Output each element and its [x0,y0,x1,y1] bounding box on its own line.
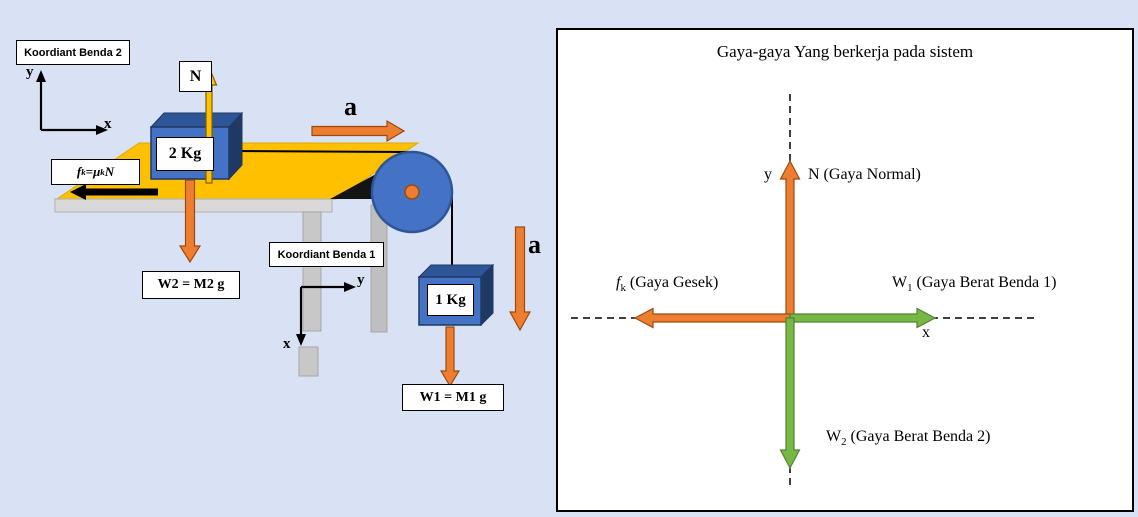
panel-title: Gaya-gaya Yang berkerja pada sistem [716,42,974,61]
axis2-y-arrowhead [36,70,46,82]
table-leg-left [302,211,322,332]
table-leg-foot [298,346,319,377]
force-diagram-panel: Gaya-gaya Yang berkerja pada sistem y N … [556,28,1134,512]
fbd-y-axis-label: y [764,166,772,183]
friction-f: f [76,164,82,179]
mass2-box-top [149,112,244,128]
friction-mu: μ [93,164,101,179]
fbd-w2-sub: 2 [841,436,847,449]
axis2-x-arrowhead [96,125,108,135]
fbd-weight2-label: W2 (Gaya Berat Benda 2) [826,428,991,449]
weight2-label: W2 = M2 g [142,271,240,299]
fbd-x-axis-label: x [922,324,930,341]
axis1-x-label: x [283,336,291,352]
axis2-x-label: x [104,116,112,132]
mass1-box-top [417,264,495,278]
acceleration-top-label: a [344,92,357,121]
mass2-label: 2 Kg [156,137,214,171]
coordinate-frame-2-label: Koordiant Benda 2 [16,40,130,65]
acceleration-side-label: a [528,230,541,259]
force-diagram-canvas [571,94,1036,490]
mass1-label: 1 Kg [427,284,474,316]
acceleration-arrow-top [311,119,406,143]
fbd-w1-rest: (Gaya Berat Benda 1) [912,274,1057,291]
fbd-friction-sub: k [620,282,626,295]
fbd-friction-label: fk (Gaya Gesek) [616,274,719,295]
axis1-x-arrowhead [296,334,306,346]
fbd-w1-base: W [892,274,908,291]
coordinate-axes-2 [39,81,98,132]
friction-force-vector [633,307,791,329]
coordinate-axes-1 [299,285,346,336]
pulley-hub [404,184,420,200]
friction-equals: = [85,164,94,179]
fbd-normal-label: N (Gaya Normal) [808,166,921,183]
weight2-force-vector [779,317,801,470]
axis1-y-arrowhead [344,282,356,292]
fbd-w2-base: W [826,428,842,445]
friction-n: N [104,164,115,179]
normal-force-vector [779,159,801,319]
coordinate-frame-1-label: Koordiant Benda 1 [269,242,384,267]
system-diagram-canvas [36,65,532,388]
fbd-weight1-label: W1 (Gaya Berat Benda 1) [892,274,1057,295]
weight2-arrow [178,179,202,264]
axis2-y-label: y [26,64,34,80]
fbd-friction-rest: (Gaya Gesek) [625,274,719,291]
weight1-label: W1 = M1 g [402,384,504,411]
table-leg-right [370,204,388,333]
normal-force-label: N [179,61,212,92]
axis1-y-label: y [357,272,365,288]
weight1-arrow [439,326,461,388]
fbd-w1-sub: 1 [907,282,913,295]
friction-arrow [70,184,158,200]
acceleration-arrow-side [508,226,532,332]
string-horizontal [228,150,414,153]
fbd-w2-rest: (Gaya Berat Benda 2) [846,428,991,445]
weight1-force-vector [789,307,937,329]
fbd-friction-f: f [616,274,621,291]
